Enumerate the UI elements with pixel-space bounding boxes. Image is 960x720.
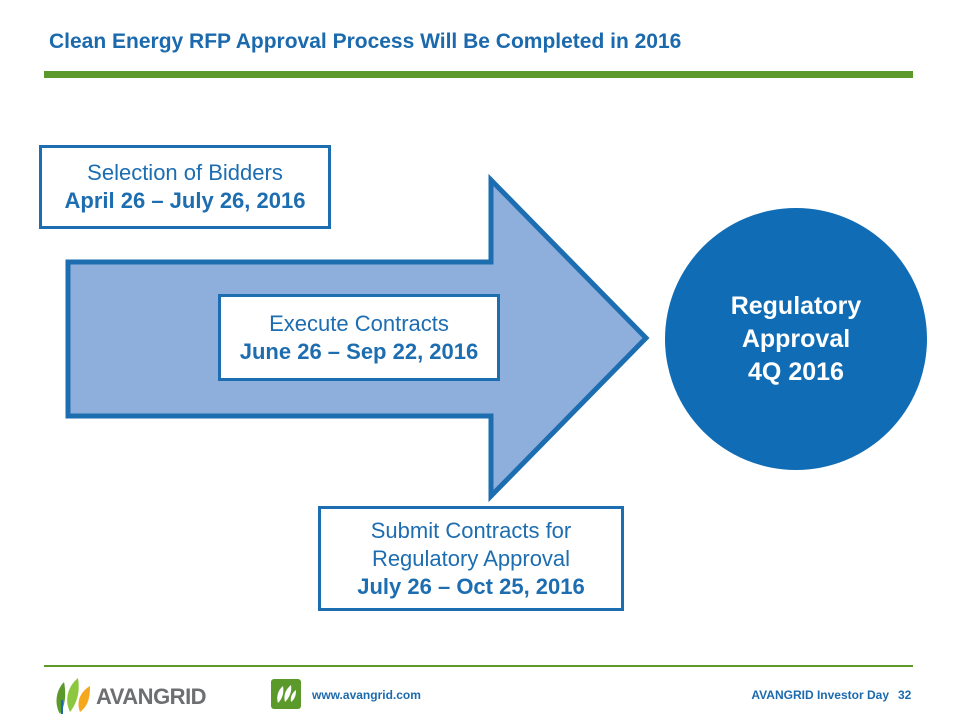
logo-wordmark: AVANGRID (96, 684, 207, 709)
milestone-line1: Regulatory (730, 292, 862, 320)
milestone-circle (665, 208, 927, 470)
avangrid-logo-icon (56, 678, 90, 714)
step-submit-contracts: Submit Contracts for Regulatory Approval… (318, 506, 624, 611)
step-label: Selection of Bidders (87, 160, 283, 185)
step-dates: July 26 – Oct 25, 2016 (357, 573, 585, 599)
event-name: AVANGRID Investor Day (751, 688, 889, 702)
slide-title: Clean Energy RFP Approval Process Will B… (49, 30, 682, 53)
step-label: Execute Contracts (269, 310, 449, 336)
footer-divider (44, 665, 913, 667)
step-label-line1: Submit Contracts for (370, 517, 572, 543)
milestone-line3: 4Q 2016 (748, 358, 844, 386)
step-selection-of-bidders: Selection of Bidders April 26 – July 26,… (39, 145, 331, 229)
leaf-badge-icon (271, 679, 301, 709)
website-link[interactable]: www.avangrid.com (312, 688, 421, 702)
title-divider (44, 71, 913, 78)
step-execute-contracts: Execute Contracts June 26 – Sep 22, 2016 (218, 294, 500, 381)
milestone-line2: Approval (741, 325, 851, 353)
step-dates: April 26 – July 26, 2016 (64, 188, 306, 213)
step-dates: June 26 – Sep 22, 2016 (239, 338, 479, 364)
page-number: 32 (898, 688, 912, 702)
milestone-label: Regulatory Approval 4Q 2016 (665, 290, 927, 389)
step-label-line2: Regulatory Approval (371, 545, 571, 571)
